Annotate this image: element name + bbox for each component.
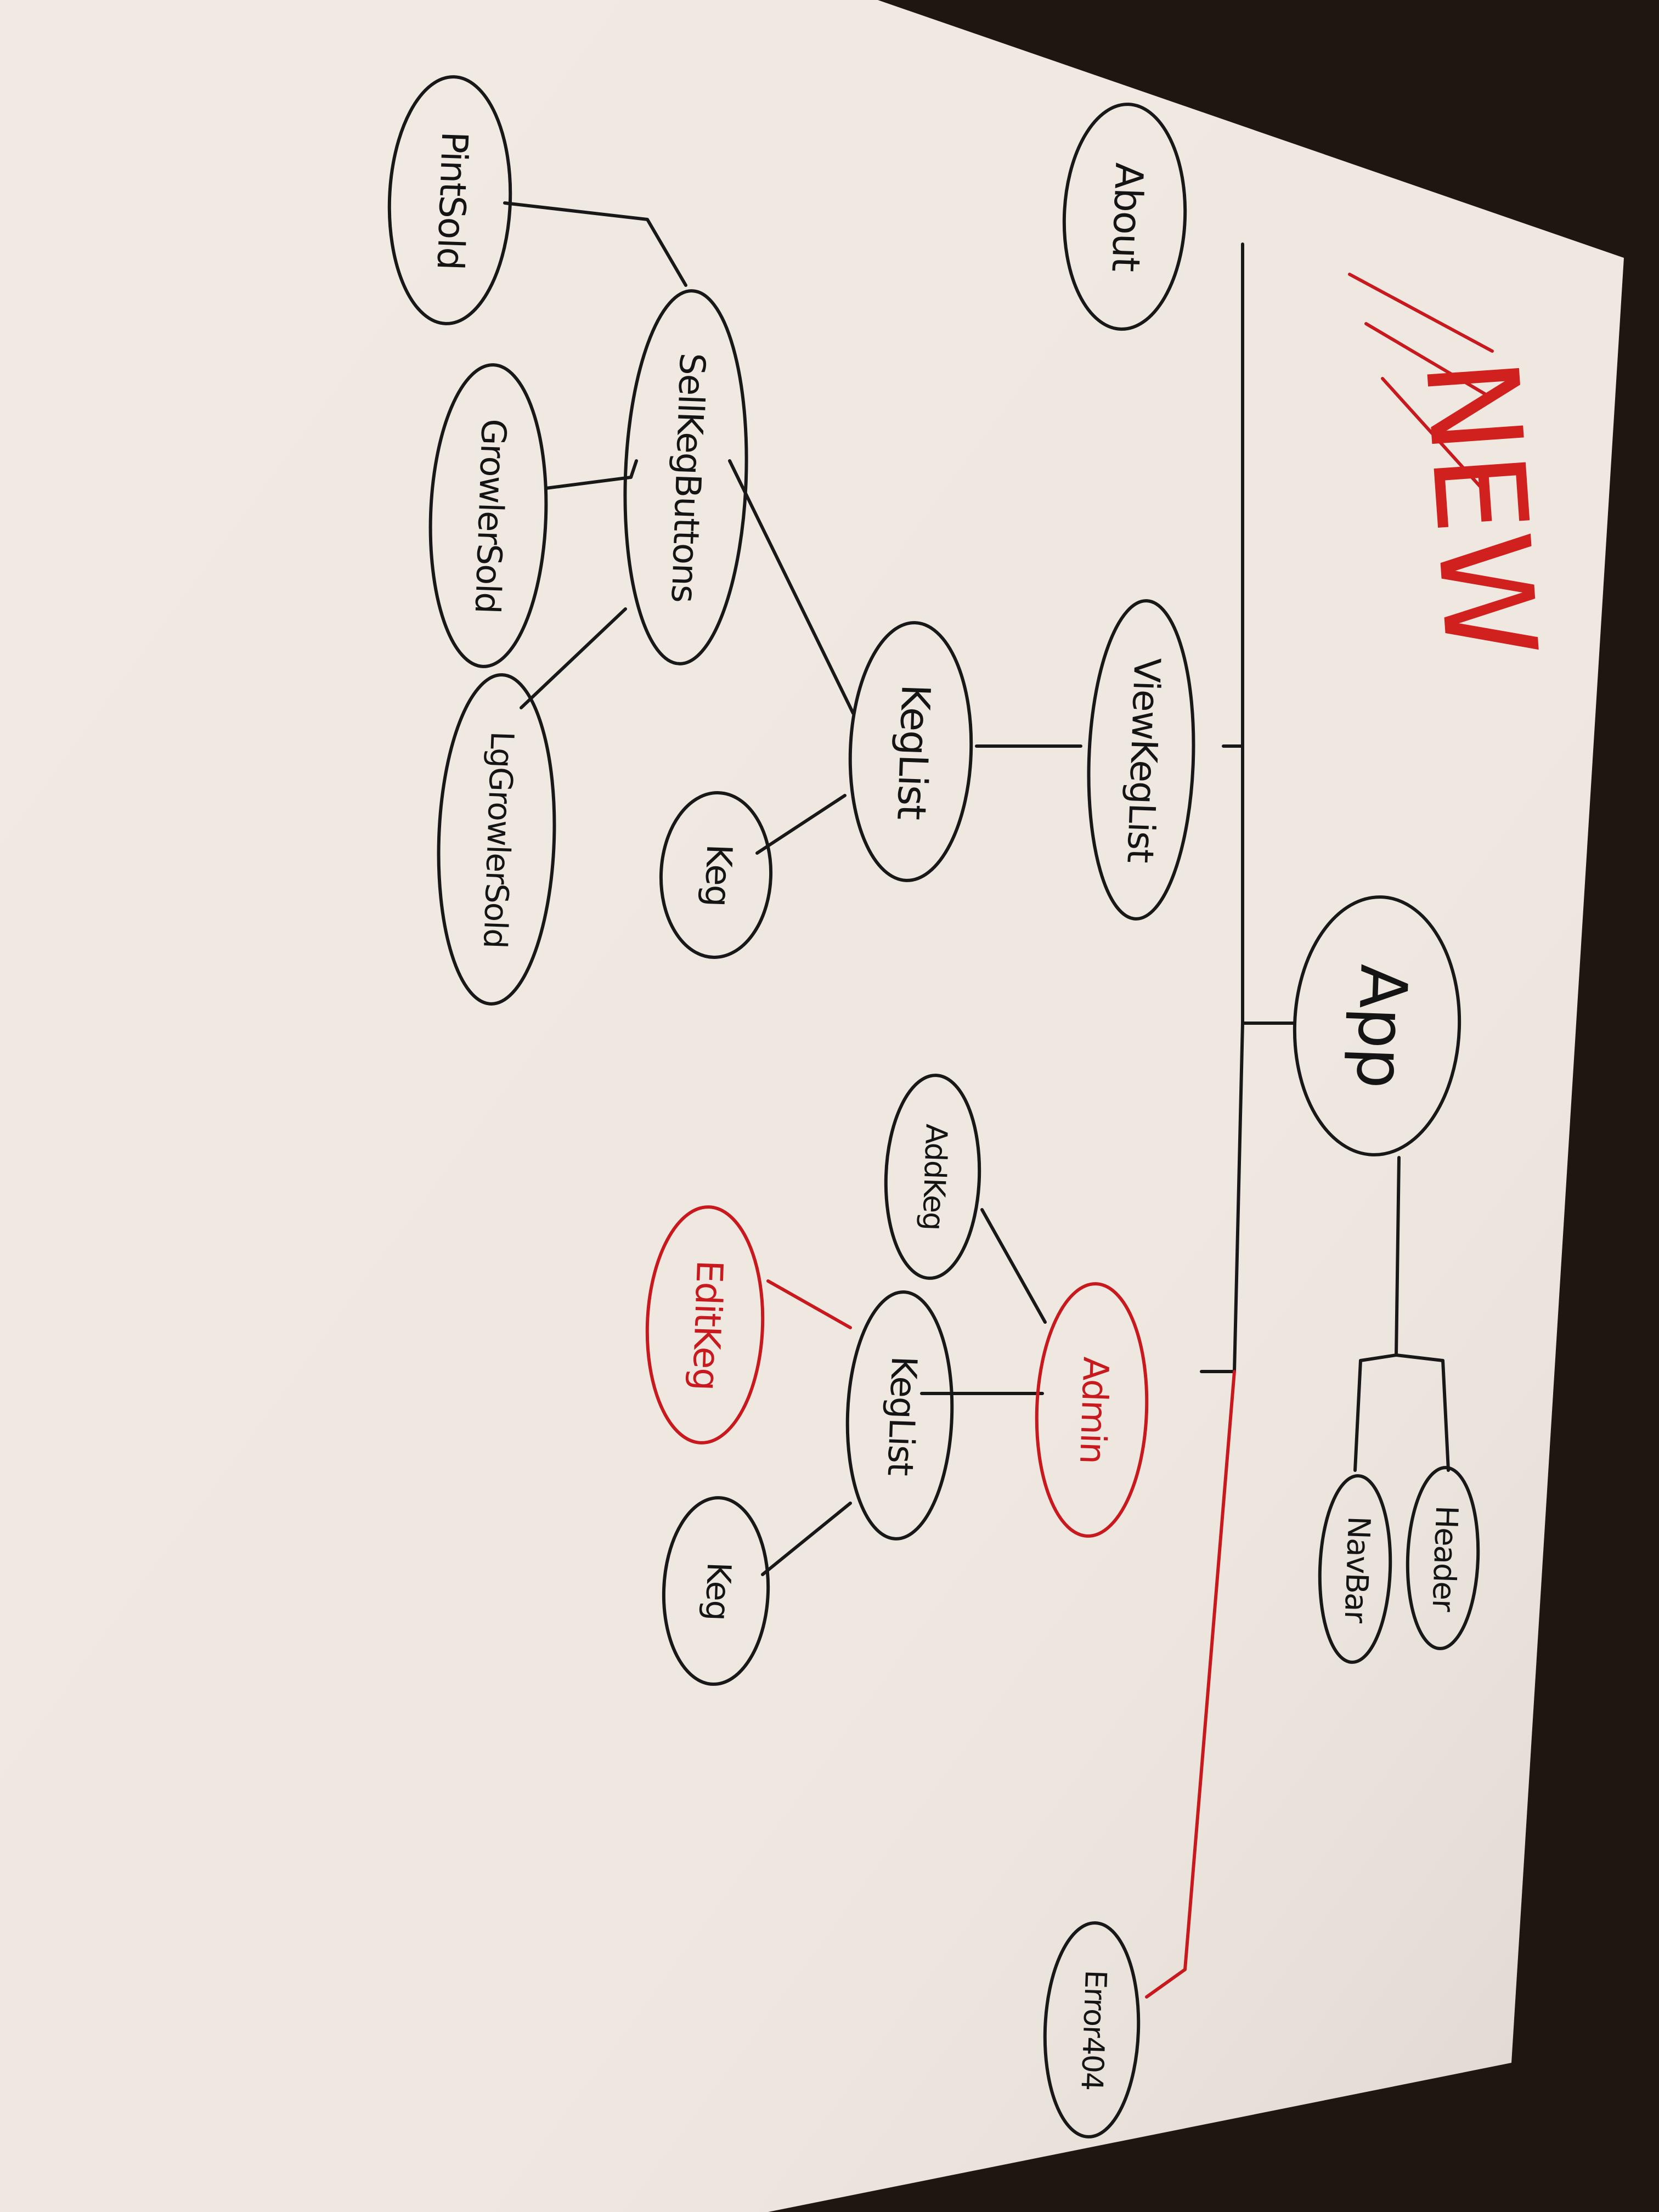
node-viewkeglist: ViewKegList — [1087, 599, 1195, 921]
node-pintsold: PintSold — [387, 75, 512, 325]
connector-line — [1395, 1353, 1450, 1472]
node-about: About — [1062, 103, 1187, 331]
node-label: About — [1103, 162, 1152, 272]
node-label: AddKeg — [916, 1124, 954, 1231]
node-ellipse — [1062, 103, 1187, 331]
node-ellipse — [645, 1205, 765, 1444]
node-editkeg: EditKeg — [645, 1205, 765, 1444]
node-ellipse — [845, 1290, 954, 1541]
connector-line — [980, 1208, 1047, 1324]
node-growlersold: GrowlerSold — [428, 363, 548, 668]
node-keg-main: Keg — [659, 791, 773, 959]
connector-line — [761, 1502, 852, 1576]
node-layer: AppHeaderNavBarAboutViewKegListKegListKe… — [387, 75, 1480, 2138]
title-underline-marks — [1348, 273, 1494, 495]
node-admin: Admin — [1035, 1282, 1149, 1538]
node-sellkegbuttons: SellKegButtons — [623, 289, 748, 665]
node-ellipse — [848, 621, 973, 882]
connector-line — [503, 201, 687, 287]
node-navbar: NavBar — [1318, 1474, 1392, 1664]
node-app: App — [1293, 895, 1462, 1156]
node-ellipse — [659, 791, 773, 959]
edge-layer — [503, 201, 1450, 1999]
paper-lighting — [0, 0, 1624, 2212]
node-keglist-main: KegList — [848, 621, 973, 882]
node-ellipse — [1087, 599, 1195, 921]
node-header: Header — [1406, 1466, 1480, 1650]
node-ellipse — [437, 673, 556, 1006]
node-label: Keg — [696, 843, 739, 906]
node-label: LgGrowlerSold — [476, 731, 521, 949]
node-label: KegList — [888, 684, 939, 820]
node-label: KegList — [879, 1356, 924, 1476]
connector-line — [755, 794, 847, 855]
title-new-label: NEW — [1396, 354, 1563, 662]
connector-line — [766, 1279, 852, 1329]
node-label: App — [1342, 963, 1422, 1089]
node-label: Admin — [1071, 1356, 1116, 1464]
node-label: EditKeg — [684, 1260, 731, 1391]
node-ellipse — [1318, 1474, 1392, 1664]
node-label: SellKegButtons — [663, 352, 713, 602]
node-ellipse — [1043, 1921, 1141, 2138]
node-error404: Error404 — [1043, 1921, 1141, 2138]
node-addkeg: AddKeg — [884, 1074, 981, 1280]
node-label: NavBar — [1337, 1515, 1376, 1624]
connector-line — [1145, 1370, 1236, 1999]
connector-line — [728, 459, 855, 715]
node-keg-admin: Keg — [662, 1496, 770, 1686]
node-keglist-admin: KegList — [845, 1290, 954, 1541]
node-lggrowlersold: LgGrowlerSold — [437, 673, 556, 1006]
connector-line — [520, 607, 627, 709]
node-label: Error404 — [1075, 1970, 1114, 2091]
node-ellipse — [387, 75, 512, 325]
node-label: Header — [1425, 1505, 1464, 1613]
node-ellipse — [662, 1496, 770, 1686]
node-ellipse — [1293, 895, 1462, 1156]
node-ellipse — [623, 289, 748, 665]
node-label: PintSold — [429, 131, 476, 269]
node-ellipse — [884, 1074, 981, 1280]
node-ellipse — [1406, 1466, 1480, 1650]
node-ellipse — [428, 363, 548, 668]
node-label: GrowlerSold — [467, 418, 514, 613]
node-label: ViewKegList — [1119, 657, 1168, 864]
connector-line — [544, 459, 638, 490]
node-ellipse — [1035, 1282, 1149, 1538]
node-label: Keg — [698, 1561, 738, 1621]
connector-line — [1353, 1156, 1401, 1472]
title-new: NEW — [1348, 273, 1563, 662]
